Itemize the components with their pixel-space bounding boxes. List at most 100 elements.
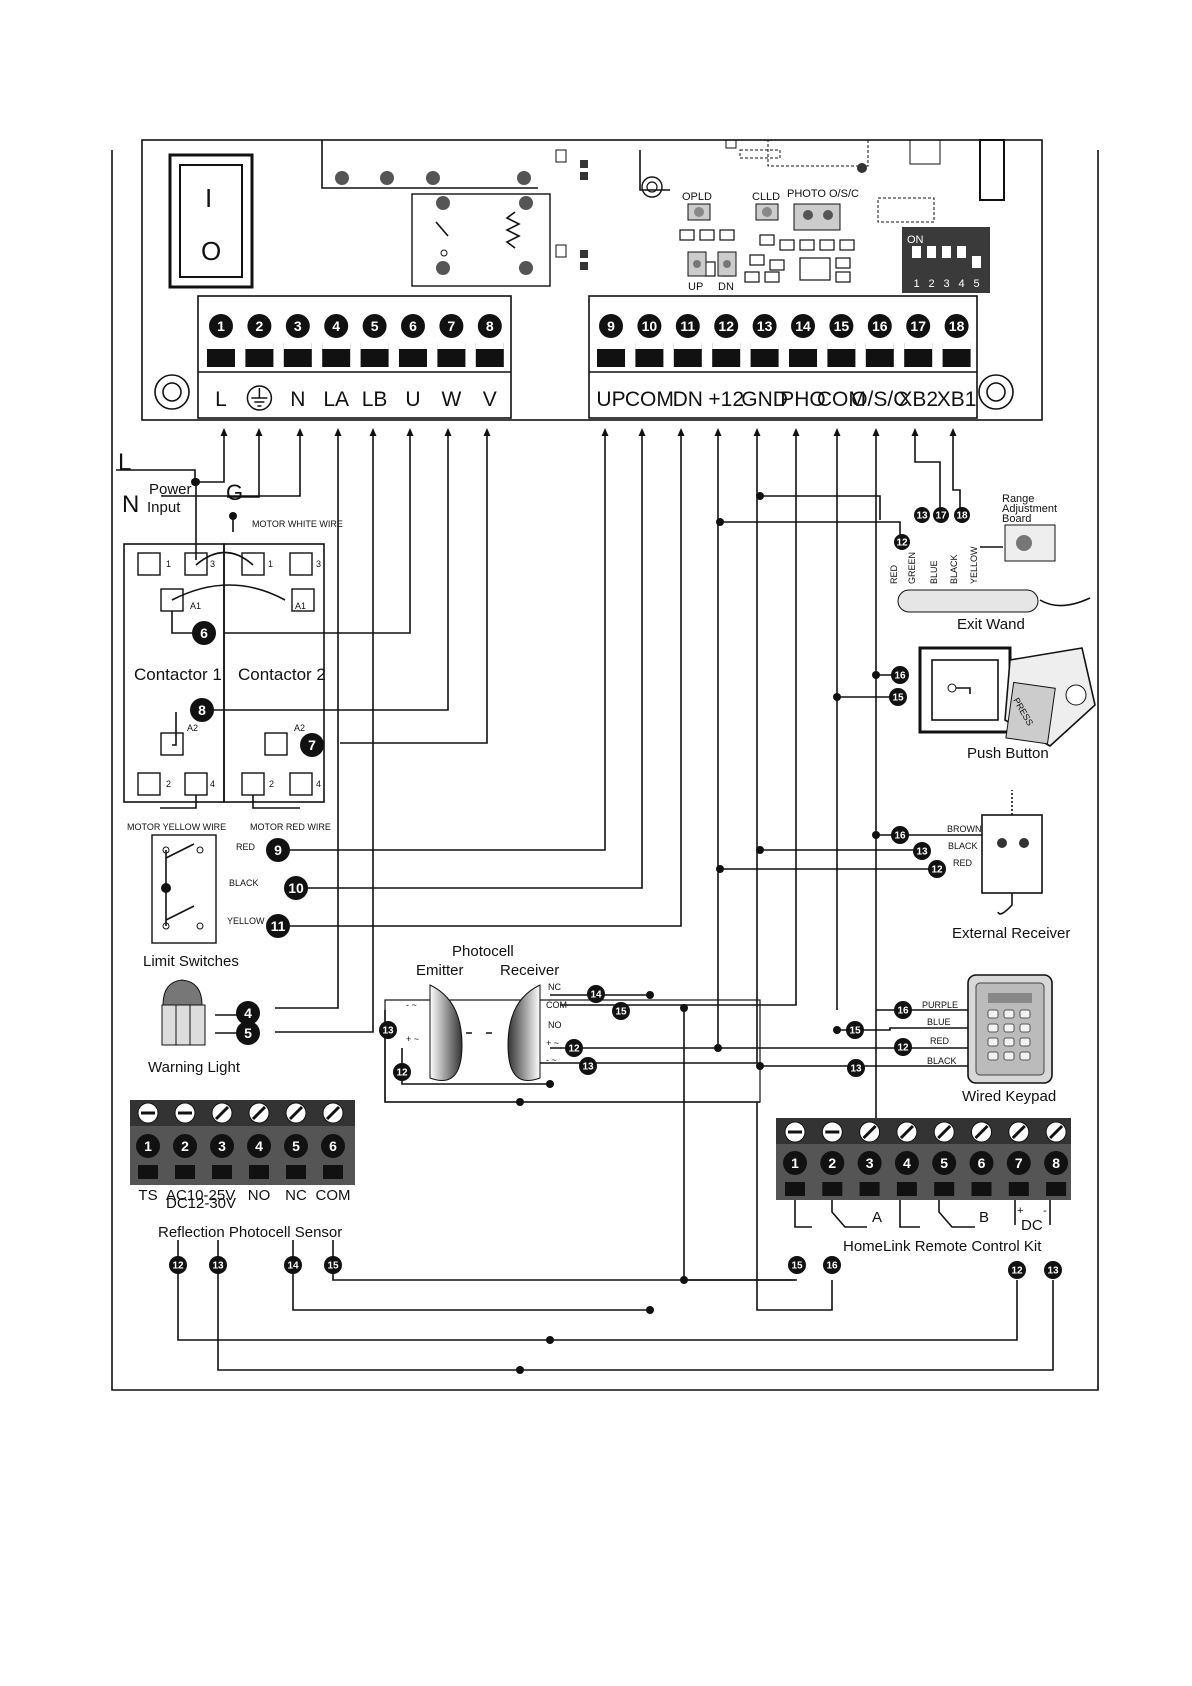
homelink-screw-4[interactable] [896,1121,918,1143]
reflection-screw-4[interactable] [248,1102,270,1124]
receiver-pin-plus: + ~ [546,1038,559,1048]
terminal-16-number: 16 [867,314,892,338]
keypad-wire-black: BLACK [927,1056,957,1066]
reflection-screw-1[interactable] [137,1102,159,1124]
reflection-terminal-3-label: 3 [218,1138,226,1154]
limit-node-9: 9 [266,838,290,862]
homelink-bottom-16: 16 [823,1256,841,1274]
reflection-terminal-1-label: 1 [144,1138,152,1154]
receiver-node-14-label: 14 [590,990,602,1001]
limit-node-11-label: 11 [271,918,286,934]
terminal-12-number: 12 [714,314,739,338]
contactor-node-7-label: 7 [308,737,316,753]
dip-position-1: 1 [913,278,919,290]
reflection-screw-6[interactable] [322,1102,344,1124]
keypad-node-13: 13 [847,1059,865,1077]
keypad-node-13-label: 13 [850,1064,862,1075]
keypad-node-12-label: 12 [897,1043,909,1054]
range-node-13-label: 13 [916,511,928,522]
reflection-bottom-14: 14 [284,1256,302,1274]
keypad-node-16-label: 16 [897,1006,909,1017]
dip-switch-1[interactable] [912,246,921,268]
receiver-wire-red: RED [953,858,973,868]
reflection-screw-3[interactable] [211,1102,233,1124]
homelink-screw-6[interactable] [971,1121,992,1143]
dip-on-label: ON [907,234,924,246]
dip-switch-3[interactable] [942,246,951,268]
exit-wand: RED GREEN BLUE BLACK YELLOW Exit Wand [889,546,1091,633]
reflection-terminal-2: 2 [173,1134,197,1158]
limit-switches-title: Limit Switches [143,953,239,970]
homelink-screw-2[interactable] [821,1121,843,1143]
contactor-node-7: 7 [300,733,324,757]
emitter-pin-plus: + ~ [406,1034,419,1044]
homelink-terminal-4: 4 [894,1151,919,1175]
range-adjustment-board: Range Adjustment Board [980,493,1057,562]
control-board: I O [154,139,1014,419]
reflection-label-2: AC10-25V [166,1187,235,1204]
wiring [116,428,1054,1371]
motor-yellow-label: MOTOR YELLOW WIRE [127,822,226,832]
homelink-screw-5[interactable] [933,1121,955,1143]
warning-node-5: 5 [236,1021,260,1045]
reflection-screw-5[interactable] [285,1102,307,1124]
terminal-4-number-label: 4 [332,318,340,334]
wand-wire-black: BLACK [949,554,959,584]
homelink-dc: DC [1021,1217,1043,1234]
ext-receiver-node-12-label: 12 [931,865,943,876]
warning-node-4: 4 [236,1001,260,1025]
terminal-13-number-label: 13 [757,318,773,334]
c2-pin3: 3 [316,559,321,569]
homelink-terminal-2-label: 2 [828,1155,836,1171]
opld-label: OPLD [682,191,712,203]
keypad-node-15: 15 [846,1021,864,1039]
homelink-terminal-4-label: 4 [903,1155,911,1171]
homelink-screw-8[interactable] [1045,1121,1067,1143]
terminal-11-label: DN [673,388,703,411]
dip-switch-2[interactable] [927,246,936,268]
ext-receiver-node-13: 13 [913,842,931,860]
limit-wire-yellow-label: YELLOW [227,916,265,926]
receiver-wire-brown: BROWN [947,824,982,834]
wand-wire-yellow: YELLOW [969,546,979,584]
power-switch[interactable]: I O [168,153,254,289]
contactor-node-8: 8 [190,698,214,722]
homelink-bottom-15-label: 15 [791,1261,803,1272]
range-title-3: Board [1002,513,1031,525]
homelink-screw-1[interactable] [784,1121,806,1143]
keypad-node-15-label: 15 [849,1026,861,1037]
homelink-bottom-12: 12 [1008,1261,1026,1279]
homelink-terminal-5: 5 [932,1151,957,1175]
receiver-pin-nc: NC [548,982,561,992]
terminal-8-number: 8 [477,314,502,338]
push-button: PRESS Push Button [918,646,1096,762]
reflection-bottom-13-label: 13 [212,1261,224,1272]
contactor-node-6: 6 [192,621,216,645]
photo-osc-jumper[interactable] [793,203,841,231]
homelink-screw-3[interactable] [859,1121,881,1143]
clld-label: CLLD [752,191,780,203]
range-node-18: 18 [954,507,970,523]
homelink-terminal-1-label: 1 [791,1155,799,1171]
receiver-node-13-label: 13 [582,1062,594,1073]
switch-off-label: O [201,236,221,266]
dip-switch-5[interactable] [972,246,981,268]
push-node-15: 15 [889,688,907,706]
relay-component [321,140,588,287]
motor-white-label: MOTOR WHITE WIRE [252,519,343,529]
reflection-screw-2[interactable] [174,1102,196,1124]
dip-switch-4[interactable] [957,246,966,268]
terminal-6-label: U [405,388,420,411]
push-node-15-label: 15 [892,693,904,704]
homelink-screw-7[interactable] [1008,1121,1030,1143]
terminal-7-number-label: 7 [448,318,456,334]
terminal-9-label: UP [596,388,625,411]
label-n: N [122,491,139,518]
ext-receiver-node-16: 16 [891,826,909,844]
terminal-14-number: 14 [791,314,815,338]
reflection-terminal-4-label: 4 [255,1138,263,1154]
reflection-label-6: COM [316,1187,351,1204]
